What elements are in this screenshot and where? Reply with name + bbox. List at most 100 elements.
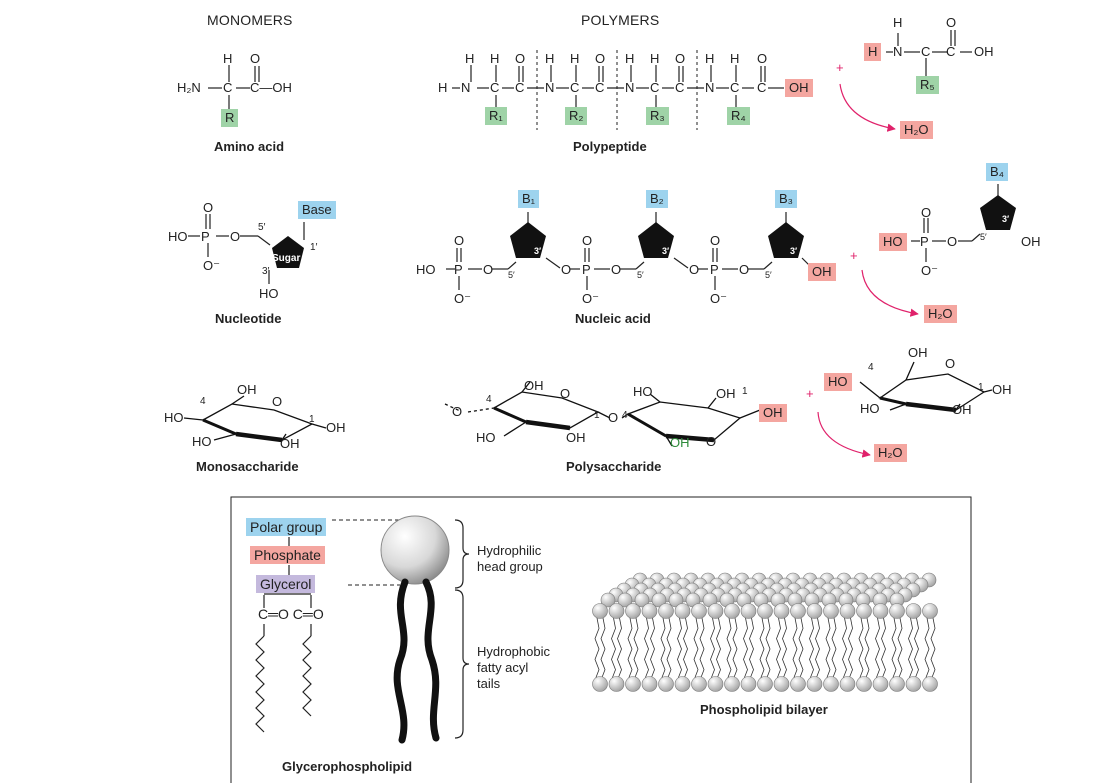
lipid-head (740, 603, 757, 619)
polysaccharide-caption: Polysaccharide (566, 459, 662, 474)
prime-5: 5′ (258, 222, 266, 233)
carboxyl-group: C—OH (250, 80, 292, 95)
atom-h: H (705, 51, 715, 66)
atom-o: O (710, 233, 721, 248)
atom-o: O (946, 15, 957, 30)
lipid-tail (875, 617, 880, 681)
r3-box: R₃ (646, 107, 669, 125)
atom-o: O (757, 51, 768, 66)
r1-box: R₁ (485, 107, 507, 125)
hydroxyl: OH (952, 402, 972, 417)
hydroxyl: HO (164, 410, 184, 425)
lipid-head (592, 603, 608, 619)
atom-c: C (490, 80, 500, 95)
atom-p: P (454, 262, 463, 277)
lipid-tail (914, 617, 919, 681)
atom-o: O (947, 234, 958, 249)
lipid-head (641, 676, 658, 692)
atom-c: C (595, 80, 605, 95)
alpha-carbon: C (223, 80, 233, 95)
lipid-head (740, 676, 757, 692)
prime-5: 5′ (765, 270, 772, 280)
lipid-tail (594, 617, 600, 681)
lipid-tail (666, 617, 672, 681)
lipid-head (757, 676, 773, 692)
lipid-tail (693, 617, 699, 681)
atom-h: H (223, 51, 233, 66)
hydrophilic-line-2: head group (477, 559, 543, 574)
lipid-tail (825, 617, 831, 681)
lipid-head (922, 603, 938, 619)
lipid-tail (611, 617, 616, 681)
prime-3: 3′ (662, 246, 670, 256)
next-saccharide-ho: HO (824, 373, 852, 391)
lipid-head (674, 676, 691, 692)
glycosidic-oxygen: O (452, 404, 463, 419)
atom-h: H (438, 80, 448, 95)
ring-oxygen: O (272, 394, 283, 409)
r-group-box: R (221, 109, 239, 127)
hydroxyl: HO (192, 434, 212, 449)
lipid-tail (858, 617, 864, 681)
base-box: Base (298, 201, 336, 219)
atom-o: O (582, 233, 593, 248)
lipid-head (889, 603, 905, 619)
atom-o: O (454, 233, 465, 248)
lipid-head (905, 676, 922, 692)
plus-sign: + (806, 386, 814, 401)
polar-group-box: Polar group (246, 518, 327, 536)
hydroxyl: OH (716, 386, 736, 401)
lipid-tail (776, 617, 781, 681)
phospholipid-bilayer (592, 572, 938, 692)
lipid-tail (650, 617, 655, 681)
lipid-head (823, 676, 839, 692)
carbon-4: 4 (868, 362, 874, 373)
hydrophilic-head-label: Hydrophilic head group (477, 543, 543, 575)
hydrophobic-line-3: tails (477, 676, 501, 691)
atom-p: P (920, 234, 929, 249)
lipid-tail (732, 617, 738, 681)
atom-c: C (570, 80, 580, 95)
sugar-label: Sugar (272, 253, 301, 264)
hydrophobic-line-2: fatty acyl (477, 660, 529, 675)
amino-group: H₂N (177, 80, 201, 95)
polypeptide-terminal-oh: OH (785, 79, 813, 97)
lipid-tail (924, 617, 930, 681)
hydroxyl: OH (974, 44, 994, 59)
hydrophobic-tails-label: Hydrophobic fatty acyl tails (477, 644, 550, 692)
atom-c: C (675, 80, 685, 95)
prime-5: 5′ (508, 270, 515, 280)
carbon-1: 1 (594, 410, 600, 421)
hydroxyl: OH (670, 435, 690, 450)
lipid-tail (627, 617, 633, 681)
atom-c: C (921, 44, 931, 59)
lipid-head (691, 676, 707, 692)
glycosidic-oxygen: O (608, 410, 619, 425)
lipid-head (839, 603, 856, 619)
lipid-tail (864, 617, 870, 681)
lipid-head (806, 676, 823, 692)
prime-3: 3′ (790, 246, 798, 256)
lipid-head (757, 603, 773, 619)
b2-box: B₂ (646, 190, 668, 208)
plus-sign: + (836, 60, 844, 75)
lipid-head (823, 603, 839, 619)
atom-h: H (545, 51, 555, 66)
atom-p: P (710, 262, 719, 277)
lipid-head (641, 603, 658, 619)
atom-n: N (893, 44, 903, 59)
lipid-tail (782, 617, 787, 681)
atom-h: H (570, 51, 580, 66)
r4-box: R₄ (727, 107, 750, 125)
nucleic-acid-caption: Nucleic acid (575, 311, 651, 326)
lipid-head (625, 603, 641, 619)
atom-o: O (230, 229, 241, 244)
lipid-head (839, 676, 856, 692)
lipid-tail (749, 617, 754, 681)
lipid-tail (699, 617, 705, 681)
lipid-head (658, 603, 674, 619)
lipid-tail (831, 617, 837, 681)
b3-box: B₃ (775, 190, 797, 208)
lipid-head (634, 592, 650, 608)
lipid-tail (842, 617, 847, 681)
